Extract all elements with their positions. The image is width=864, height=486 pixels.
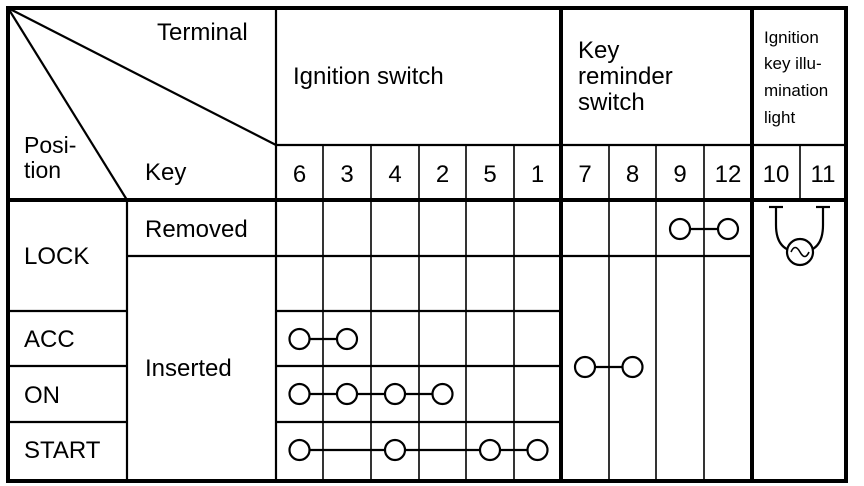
terminal-node-acc-3 xyxy=(335,327,359,351)
key-state-removed: Removed xyxy=(145,216,248,243)
position-header-label-2: tion xyxy=(24,157,61,183)
key-reminder-label-2: reminder xyxy=(578,63,673,90)
terminal-node-start-1 xyxy=(526,438,549,462)
terminal-node-on-4 xyxy=(383,382,407,406)
terminal-label-8: 8 xyxy=(626,161,639,188)
terminal-label-7: 7 xyxy=(578,161,591,188)
terminal-node-key-inserted-8 xyxy=(621,355,644,379)
position-label-on: ON xyxy=(24,382,60,409)
terminal-label-10: 10 xyxy=(763,161,790,188)
terminal-label-1: 1 xyxy=(531,161,544,188)
terminal-label-2: 2 xyxy=(436,161,449,188)
terminal-label-9: 9 xyxy=(673,161,686,188)
terminal-node-start-5 xyxy=(478,438,502,462)
key-state-inserted: Inserted xyxy=(145,355,232,382)
terminal-node-start-4 xyxy=(383,438,407,462)
terminal-label-5: 5 xyxy=(483,161,496,188)
terminal-node-on-3 xyxy=(335,382,359,406)
position-header-label-1: Posi- xyxy=(24,132,76,158)
illum-label-4: light xyxy=(764,108,795,127)
diagonal-line-left xyxy=(7,7,128,201)
terminal-label-11: 11 xyxy=(811,161,836,188)
terminal-header-label: Terminal xyxy=(157,19,248,46)
illum-label-2: key illu- xyxy=(764,54,822,73)
ignition-switch-label: Ignition switch xyxy=(293,63,444,90)
terminal-label-3: 3 xyxy=(340,161,353,188)
illumination-lamp-icon xyxy=(769,205,830,267)
key-reminder-label-1: Key xyxy=(578,37,619,64)
illum-label-1: Ignition xyxy=(764,28,819,47)
terminal-label-12: 12 xyxy=(715,161,742,188)
position-label-start: START xyxy=(24,437,101,464)
terminal-node-key-removed-12 xyxy=(716,217,740,241)
position-label-lock: LOCK xyxy=(24,243,89,270)
terminal-node-acc-6 xyxy=(288,327,311,351)
terminal-label-6: 6 xyxy=(293,161,306,188)
diagonal-line-right xyxy=(7,7,277,146)
position-label-acc: ACC xyxy=(24,326,75,353)
terminal-node-key-inserted-7 xyxy=(573,355,597,379)
table-frame xyxy=(6,6,848,483)
terminal-node-key-removed-9 xyxy=(668,217,692,241)
terminal-node-start-6 xyxy=(288,438,311,462)
illum-label-3: mination xyxy=(764,81,828,100)
key-header-label: Key xyxy=(145,159,186,186)
terminal-node-on-2 xyxy=(431,382,454,406)
key-reminder-label-3: switch xyxy=(578,89,645,116)
connection-layer xyxy=(288,217,740,462)
terminal-node-on-6 xyxy=(288,382,311,406)
terminal-label-4: 4 xyxy=(388,161,401,188)
